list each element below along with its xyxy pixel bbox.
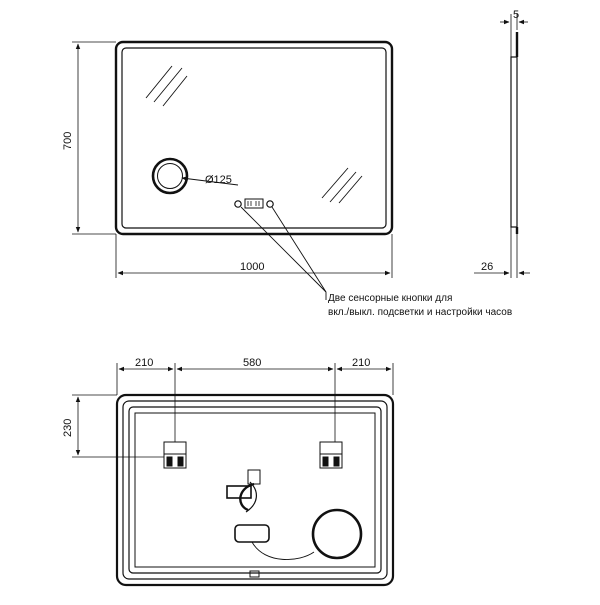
bottom-connector — [249, 570, 260, 578]
back-left-offset-label: 210 — [135, 357, 153, 369]
annotation-line-1: Две сенсорные кнопки для — [328, 293, 452, 304]
front-view: Ø125 700 1000 — [62, 40, 394, 293]
back-top-offset-label: 230 — [62, 419, 74, 437]
back-outer-frame — [115, 393, 395, 587]
back-second-frame — [122, 400, 388, 580]
back-inner-panel — [134, 412, 376, 568]
magnifier-diameter-label: Ø125 — [205, 174, 232, 186]
mirror-inner-frame — [121, 47, 387, 229]
touch-buttons-annotation: Две сенсорные кнопки для вкл./выкл. подс… — [325, 292, 512, 318]
annotation-line-2: вкл./выкл. подсветки и настройки часов — [328, 307, 512, 318]
back-third-frame — [128, 406, 382, 574]
depth-dimension — [474, 227, 530, 278]
back-view: 210 580 210 230 — [62, 357, 395, 587]
magnifier-back-icon — [311, 508, 363, 560]
side-view: 5 26 — [474, 9, 530, 278]
magnifier-leader-line — [181, 176, 239, 186]
thickness-dimension-label: 5 — [513, 9, 519, 21]
mirror-outer-frame — [114, 40, 394, 236]
width-dimension-label: 1000 — [240, 261, 264, 273]
back-vertical-dimension — [72, 394, 164, 458]
mirror-side-profile — [510, 56, 518, 228]
reflection-marks-top-left — [145, 65, 188, 107]
touch-button-right-icon — [266, 200, 274, 208]
height-dimension-label: 700 — [62, 132, 74, 150]
clock-display — [244, 198, 264, 209]
hanger-bracket-right — [319, 441, 343, 469]
reflection-marks-bottom-right — [321, 167, 363, 204]
magnifier-mirror-icon — [151, 157, 189, 195]
height-dimension — [72, 41, 116, 235]
power-unit-and-cables — [226, 469, 315, 560]
back-right-offset-label: 210 — [352, 357, 370, 369]
touch-button-left-icon — [234, 200, 242, 208]
annotation-leader-right — [271, 206, 327, 293]
back-middle-span-label: 580 — [243, 357, 261, 369]
width-dimension — [115, 234, 393, 278]
annotation-leader-left — [240, 206, 327, 293]
hanger-bracket-left — [163, 441, 187, 469]
thickness-dimension — [500, 14, 528, 57]
back-horizontal-dimensions — [116, 363, 394, 442]
depth-dimension-label: 26 — [481, 261, 493, 273]
